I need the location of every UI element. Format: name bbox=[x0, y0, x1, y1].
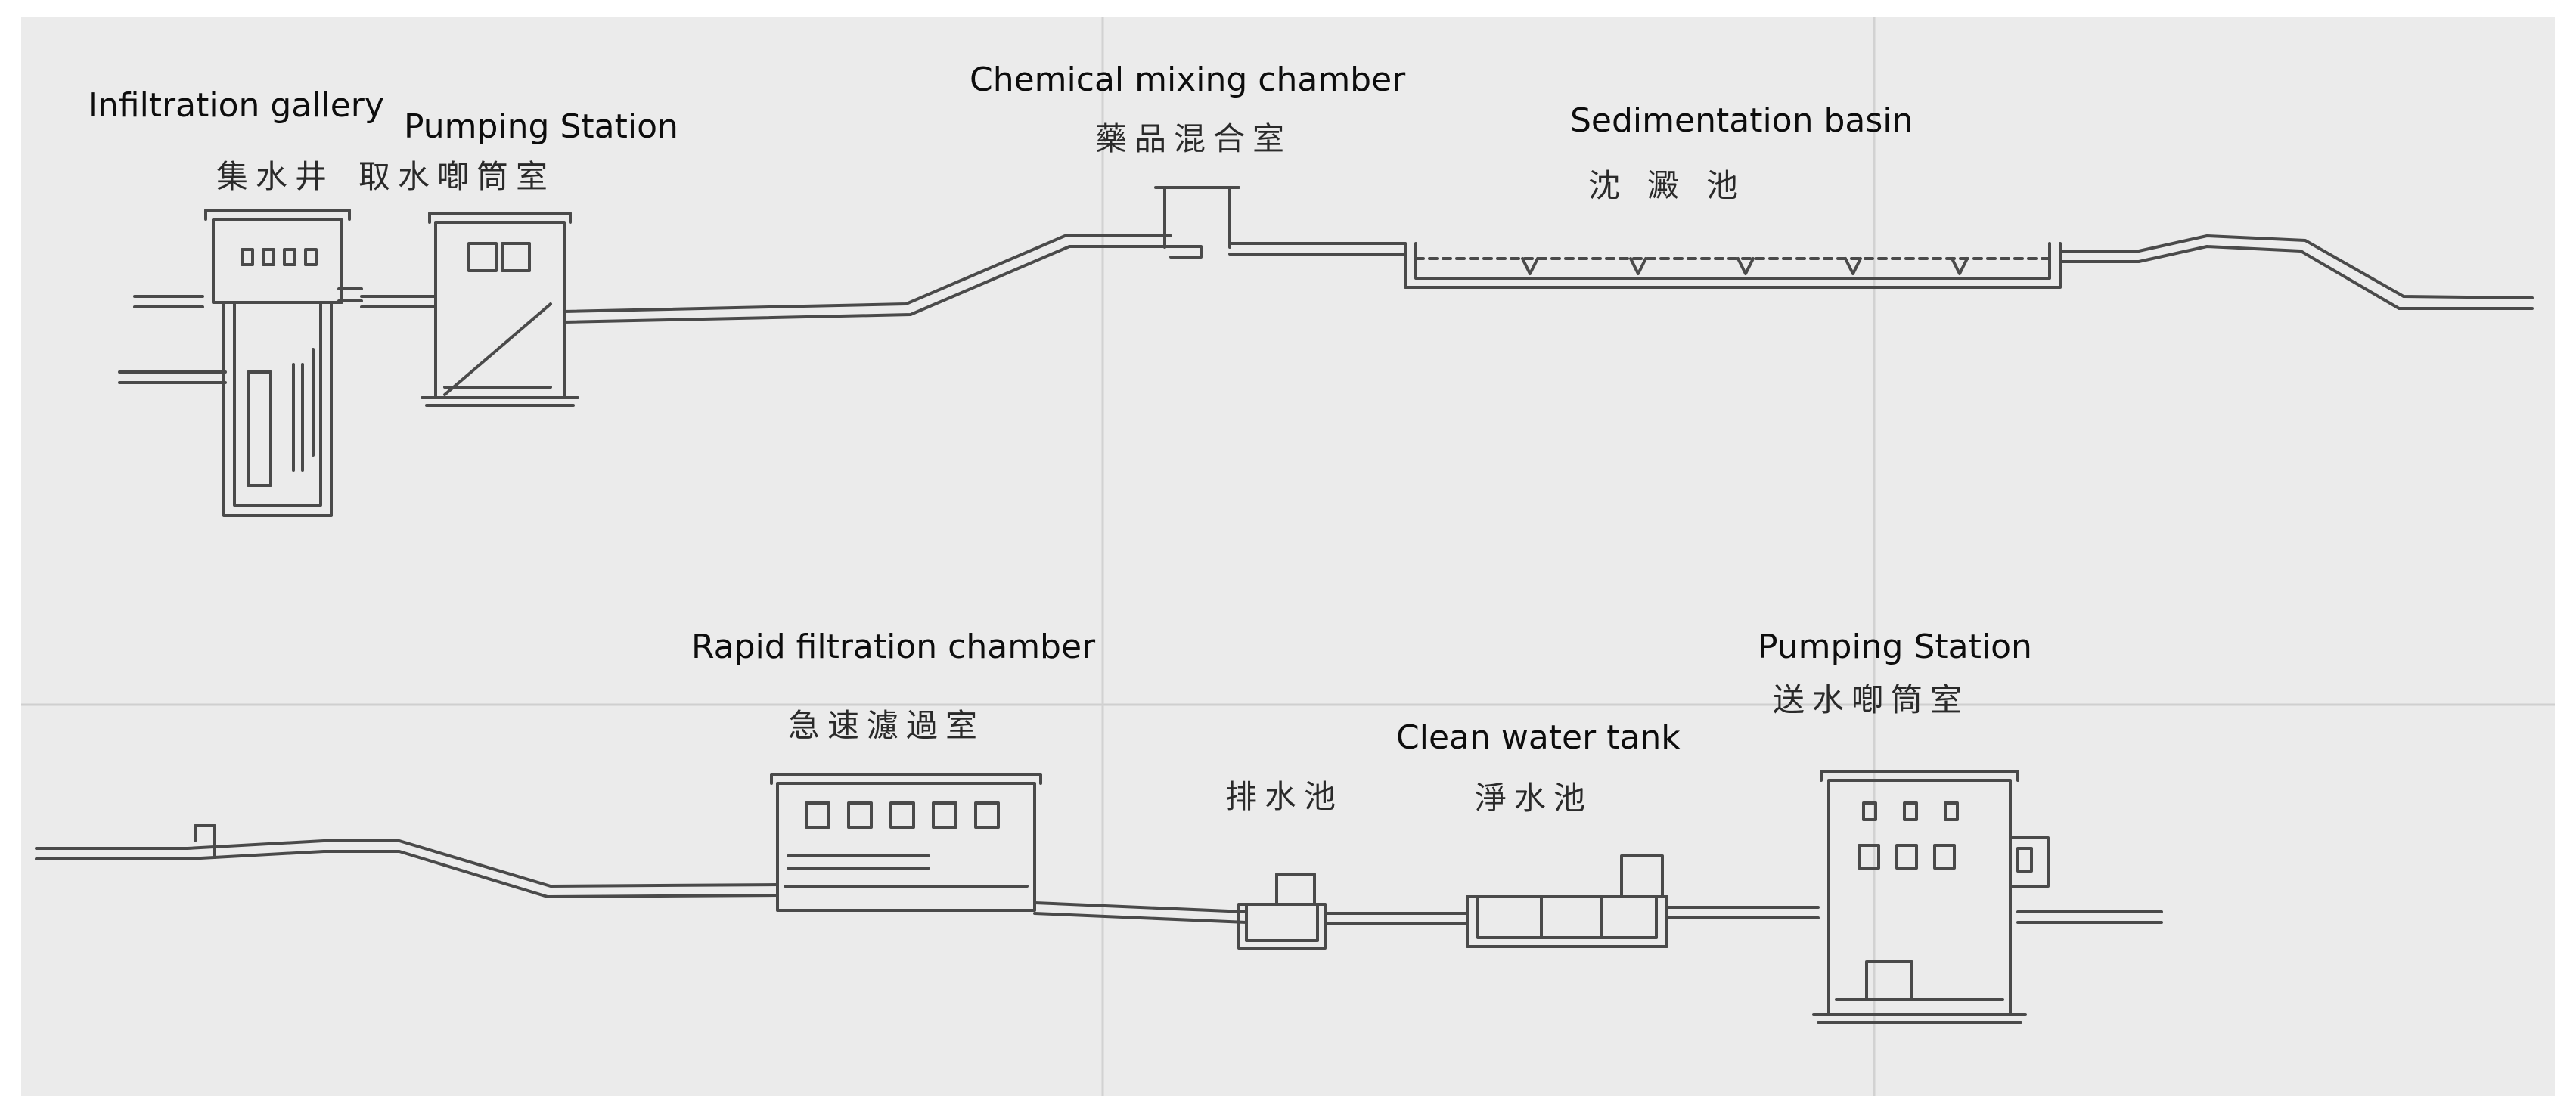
label-rapid-filtration-chamber-jp: 急速濾過室 bbox=[788, 707, 985, 744]
intake-pumping-station-structure bbox=[421, 212, 579, 407]
label-distribution-pumping-station-jp: 送水喞筒室 bbox=[1773, 681, 1970, 718]
pipe-distribution-outlet bbox=[2016, 910, 2163, 924]
label-intake-pumping-station-jp: 取水喞筒室 bbox=[358, 158, 556, 195]
rapid-filtration-chamber-structure bbox=[770, 773, 1042, 912]
sedimentation-basin-structure bbox=[1404, 242, 2062, 289]
label-intake-pumping-station: Pumping Station bbox=[404, 107, 678, 146]
distribution-pumping-station-structure bbox=[1812, 770, 2050, 1024]
label-infiltration-gallery: Infiltration gallery bbox=[88, 86, 384, 125]
label-chemical-mixing-chamber-jp: 藥品混合室 bbox=[1095, 120, 1293, 157]
label-infiltration-gallery-jp: 集水井 bbox=[216, 158, 335, 195]
infiltration-gallery-structure bbox=[204, 209, 363, 517]
label-clean-water-tank: Clean water tank bbox=[1396, 718, 1681, 757]
intake-pipe bbox=[118, 370, 227, 384]
ground-line-left bbox=[133, 295, 204, 308]
small-chamber-bottom-left bbox=[194, 824, 216, 859]
main-pipe-to-mixing bbox=[563, 234, 1172, 324]
pipe-sedimentation-outlet bbox=[2059, 234, 2534, 310]
chemical-mixing-chamber-structure bbox=[1154, 186, 1240, 259]
label-clean-water-tank-jp: 淨水池 bbox=[1475, 780, 1594, 817]
label-chemical-mixing-chamber: Chemical mixing chamber bbox=[970, 60, 1406, 99]
pipe-drain-to-clean bbox=[1324, 912, 1469, 925]
label-sedimentation-basin-jp: 沈澱池 bbox=[1588, 167, 1766, 204]
label-sedimentation-basin: Sedimentation basin bbox=[1570, 101, 1913, 140]
pipe-gallery-to-pump bbox=[360, 295, 437, 308]
label-rapid-filtration-chamber: Rapid filtration chamber bbox=[691, 628, 1096, 666]
drawing-sheet: Infiltration gallery 集水井 Pumping Station… bbox=[21, 17, 2555, 1096]
label-distribution-pumping-station: Pumping Station bbox=[1758, 628, 2032, 666]
pipe-mixing-to-sedimentation bbox=[1228, 242, 1407, 256]
label-drainage-basin-jp: 排水池 bbox=[1225, 778, 1344, 815]
pipe-clean-to-pump bbox=[1665, 906, 1820, 919]
water-treatment-profile-drawing bbox=[21, 17, 2555, 1096]
inlet-pipe-bottom bbox=[35, 839, 779, 898]
drainage-basin-structure bbox=[1237, 873, 1327, 950]
pipe-filter-to-drain bbox=[1033, 901, 1248, 924]
clean-water-tank-structure bbox=[1466, 854, 1668, 948]
